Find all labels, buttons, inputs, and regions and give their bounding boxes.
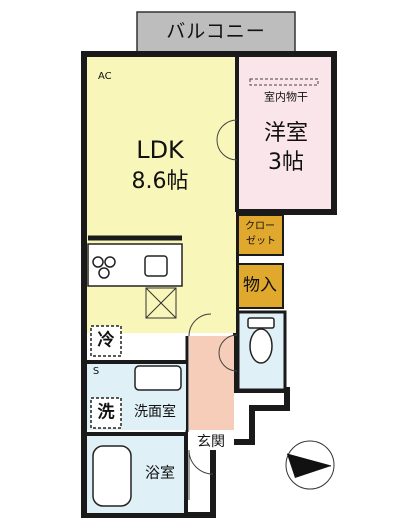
western-room-label: 洋室 bbox=[263, 121, 309, 146]
washroom-label: 洗面室 bbox=[134, 404, 176, 420]
refrigerator-label: 冷 bbox=[97, 330, 115, 351]
bathroom-label: 浴室 bbox=[144, 463, 176, 482]
stove-burner-icon bbox=[104, 256, 116, 268]
balcony-area bbox=[136, 11, 296, 54]
washbasin-icon bbox=[134, 365, 182, 391]
shoe-box-label: S bbox=[92, 366, 100, 377]
refrigerator-space bbox=[90, 325, 122, 357]
closet-label-line2: ゼット bbox=[246, 236, 276, 247]
north-arrow-icon bbox=[285, 440, 335, 490]
entrance-label: 玄関 bbox=[197, 434, 225, 450]
stove-burner-icon bbox=[98, 267, 110, 279]
ldk-size-label: 8.6帖 bbox=[131, 169, 189, 194]
sink-icon bbox=[144, 255, 168, 277]
drying-rod bbox=[249, 78, 319, 86]
storage-label: 物入 bbox=[243, 275, 277, 296]
hallway-floor bbox=[189, 336, 234, 430]
ldk-floor bbox=[87, 57, 236, 333]
indoor-drying-label: 室内物干 bbox=[264, 90, 308, 104]
stove-burner-icon bbox=[92, 256, 104, 268]
bathtub-icon bbox=[92, 445, 132, 507]
toilet-icon bbox=[249, 328, 273, 364]
washer-space bbox=[90, 397, 122, 429]
closet-area bbox=[237, 214, 284, 256]
balcony-label: バルコニー bbox=[166, 20, 266, 43]
ldk-label: LDK bbox=[136, 136, 184, 164]
western-room-size-label: 3帖 bbox=[268, 150, 304, 175]
western-room-floor bbox=[239, 57, 331, 209]
ac-label: AC bbox=[98, 71, 112, 82]
storage-area bbox=[237, 263, 284, 309]
washing-machine-label: 洗 bbox=[97, 402, 115, 423]
closet-label-line1: クロー bbox=[245, 221, 275, 232]
